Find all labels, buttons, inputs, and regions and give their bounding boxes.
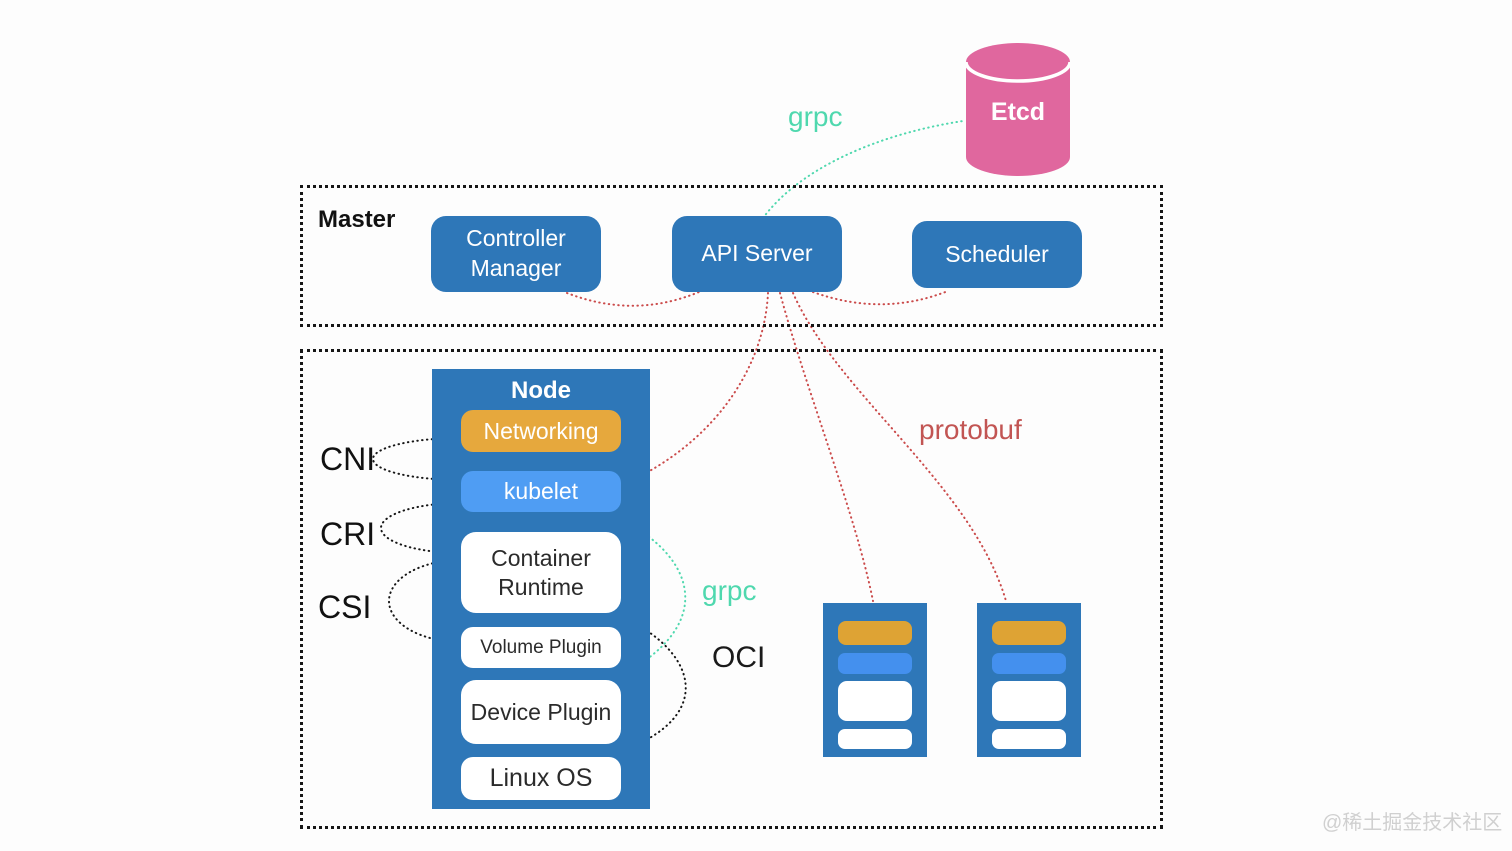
protobuf-label: protobuf [919, 414, 1022, 445]
worker-node-2 [977, 603, 1081, 757]
volume-plugin-box: Volume Plugin [461, 627, 621, 668]
oci-label: OCI [712, 641, 766, 674]
linux-os-box: Linux OS [461, 757, 621, 800]
worker1-blue-bar [838, 653, 912, 674]
master-box [300, 185, 1163, 327]
worker1-orange-bar [838, 621, 912, 645]
node-label: Node [511, 377, 571, 404]
watermark: @稀土掘金技术社区 [1322, 812, 1503, 834]
worker2-orange-bar [992, 621, 1066, 645]
scheduler-box: Scheduler [912, 221, 1082, 288]
api-server-box: API Server [672, 216, 842, 292]
worker1-white-small-bar [838, 729, 912, 749]
etcd-cylinder: Etcd [964, 43, 1072, 177]
etcd-label: Etcd [990, 98, 1046, 126]
worker1-white-panel [838, 681, 912, 721]
csi-label: CSI [318, 589, 372, 625]
controller-manager-box: Controller Manager [431, 216, 601, 292]
grpc-node-label: grpc [702, 575, 757, 606]
master-label: Master [318, 206, 396, 233]
cni-label: CNI [320, 441, 376, 477]
device-plugin-box: Device Plugin [461, 680, 621, 744]
container-runtime-box: Container Runtime [461, 532, 621, 613]
worker2-blue-bar [992, 653, 1066, 674]
networking-box: Networking [461, 410, 621, 452]
worker-node-1 [823, 603, 927, 757]
kubelet-box: kubelet [461, 471, 621, 512]
cri-label: CRI [320, 516, 376, 552]
worker2-white-panel [992, 681, 1066, 721]
node-panel: Node Networking kubelet Container Runtim… [432, 369, 650, 809]
grpc-top-label: grpc [788, 101, 843, 132]
etcd-cylinder-shape [964, 43, 1072, 176]
worker2-white-small-bar [992, 729, 1066, 749]
cluster-box [300, 349, 1163, 829]
